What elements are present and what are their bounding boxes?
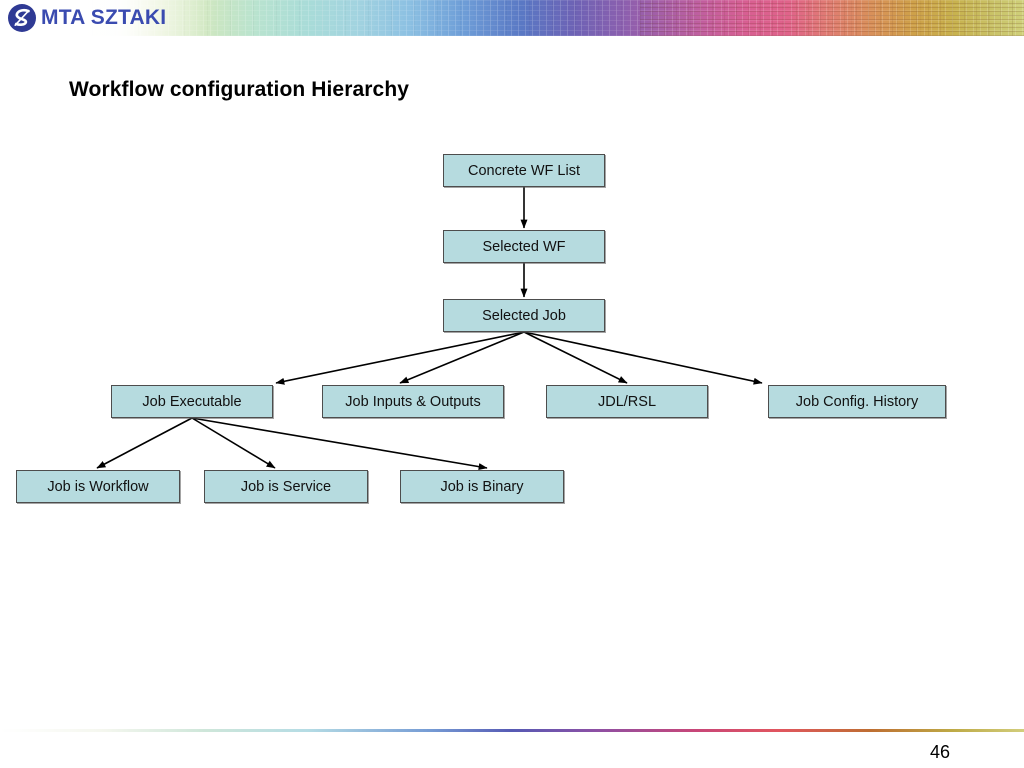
diagram-node-label: Job Inputs & Outputs [345,393,481,410]
page-title: Workflow configuration Hierarchy [69,78,410,101]
diagram-edge-selected-job-to-job-executable [275,331,525,385]
diagram-node-label: Job is Binary [440,478,524,495]
diagram-node-job-is-service: Job is Service [204,470,368,503]
diagram-node-selected-job: Selected Job [443,299,605,332]
diagram-node-label: Selected WF [482,238,566,255]
diagram-node-job-is-binary: Job is Binary [400,470,564,503]
diagram-node-label: Concrete WF List [468,162,580,179]
diagram-edge-job-executable-to-job-is-binary [191,417,488,471]
diagram-node-job-config-history: Job Config. History [768,385,946,418]
diagram-node-jdl-rsl: JDL/RSL [546,385,708,418]
header-banner [0,0,1024,36]
diagram-edge-job-executable-to-job-is-workflow [96,417,193,469]
diagram-node-job-executable: Job Executable [111,385,273,418]
footer-divider [0,729,1024,732]
sztaki-circle-swoosh-icon [8,4,36,32]
diagram-node-label: Job is Workflow [47,478,149,495]
diagram-node-label: Selected Job [482,307,566,324]
diagram-node-label: Job Config. History [795,393,919,410]
diagram-edge-selected-job-to-job-config-history [523,331,763,385]
brand-name: MTA SZTAKI [41,6,167,29]
diagram-node-label: Job is Service [240,478,332,495]
header-circuit-texture-right [640,0,1024,36]
brand-logo: MTA SZTAKI [8,3,166,33]
diagram-node-job-inputs-outputs: Job Inputs & Outputs [322,385,504,418]
diagram-edge-job-executable-to-job-is-service [191,417,276,469]
diagram-node-selected-wf: Selected WF [443,230,605,263]
diagram-node-label: JDL/RSL [597,393,657,410]
diagram-edge-selected-job-to-job-inputs-outputs [399,331,525,384]
page-number: 46 [930,742,951,762]
diagram-edge-selected-job-to-jdl-rsl [523,331,628,384]
diagram-node-job-is-workflow: Job is Workflow [16,470,180,503]
diagram-node-concrete-wf-list: Concrete WF List [443,154,605,187]
diagram-node-label: Job Executable [142,393,242,410]
